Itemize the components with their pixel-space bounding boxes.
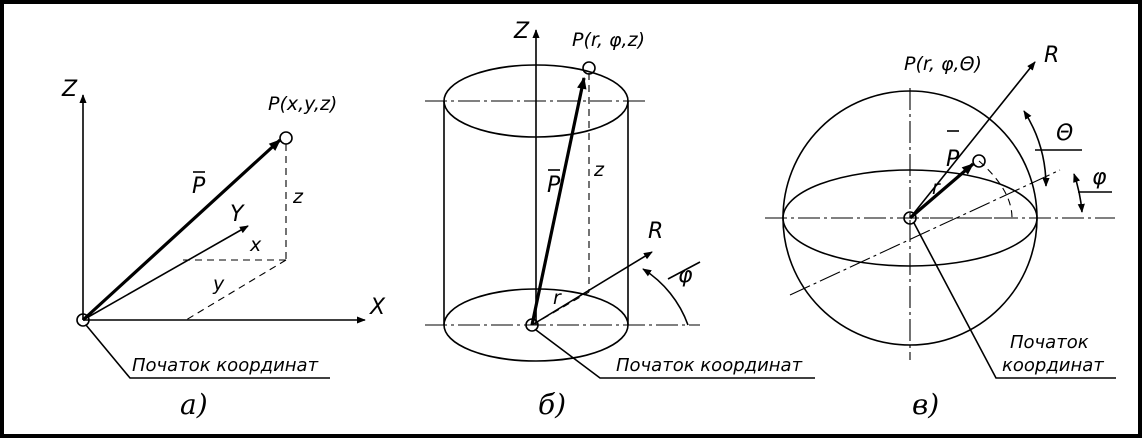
r-axis-label: R bbox=[648, 219, 663, 244]
theta-label: Θ bbox=[1056, 121, 1073, 146]
phi-label: φ bbox=[678, 263, 693, 288]
point-label: P(x,y,z) bbox=[268, 93, 337, 115]
origin-marker bbox=[76, 313, 90, 327]
r-axis bbox=[531, 251, 653, 326]
y-component-label: y bbox=[212, 273, 225, 295]
cyl-origin-label: Початок координат bbox=[616, 355, 803, 376]
phi-arc-sphere bbox=[1073, 173, 1085, 213]
sphere-r-axis-label: R bbox=[1044, 43, 1059, 68]
coordinate-systems-diagram: Z X Y P(x,y,z) P x y z Початок координат… bbox=[61, 19, 1116, 421]
vector-label: P bbox=[192, 174, 206, 199]
cyl-point-label: P(r, φ,z) bbox=[572, 29, 645, 51]
y-axis bbox=[82, 225, 249, 321]
sphere-origin-label-line1: Початок bbox=[1010, 332, 1089, 353]
cyl-vector-label: P bbox=[547, 173, 561, 198]
position-vector bbox=[81, 138, 282, 322]
sphere-r-component-label: r bbox=[932, 177, 941, 199]
cyl-r-projection bbox=[531, 291, 590, 326]
y-projection-line bbox=[185, 259, 287, 321]
sphere-meridian-projection bbox=[978, 160, 1013, 219]
sphere-origin-marker bbox=[903, 211, 917, 225]
x-axis-label: X bbox=[369, 295, 386, 320]
sphere-point-label: P(r, φ,Θ) bbox=[904, 53, 982, 75]
sphere-r-axis bbox=[909, 61, 1036, 219]
point-marker bbox=[279, 131, 293, 145]
caption-b: б) bbox=[538, 388, 566, 421]
origin-label: Початок координат bbox=[132, 355, 319, 376]
cyl-origin-marker bbox=[525, 318, 539, 332]
z-axis-label: Z bbox=[61, 77, 78, 102]
y-axis-label: Y bbox=[230, 202, 245, 227]
panel-spherical: P(r, φ,Θ) R P r Θ φ Початок координат в) bbox=[765, 43, 1116, 421]
panel-cylindrical: Z R P(r, φ,z) P z r φ Початок координат … bbox=[425, 19, 815, 421]
cyl-z-axis-label: Z bbox=[513, 19, 530, 44]
sphere-oblique-centerline bbox=[789, 169, 1061, 296]
caption-c: в) bbox=[912, 388, 939, 421]
panel-cartesian: Z X Y P(x,y,z) P x y z Початок координат… bbox=[61, 77, 386, 421]
sphere-vector-label: P bbox=[946, 147, 960, 172]
theta-arc bbox=[1023, 110, 1050, 187]
cyl-origin-leader bbox=[535, 329, 815, 379]
sphere-origin-leader bbox=[913, 222, 1116, 379]
phi-leader bbox=[667, 261, 701, 280]
phi-arc bbox=[642, 268, 689, 326]
sphere-point-marker bbox=[972, 154, 986, 168]
sphere-position-vector bbox=[908, 162, 975, 220]
origin-leader bbox=[85, 324, 330, 379]
x-component-label: x bbox=[249, 234, 262, 256]
cyl-point-marker bbox=[582, 61, 596, 75]
cyl-z-component-label: z bbox=[593, 159, 605, 181]
caption-a: а) bbox=[180, 388, 208, 421]
sphere-origin-label-line2: координат bbox=[1002, 355, 1104, 376]
phi-label-sphere: φ bbox=[1092, 165, 1107, 190]
z-component-label: z bbox=[292, 186, 304, 208]
cyl-position-vector bbox=[530, 76, 587, 326]
cyl-r-component-label: r bbox=[553, 287, 562, 309]
